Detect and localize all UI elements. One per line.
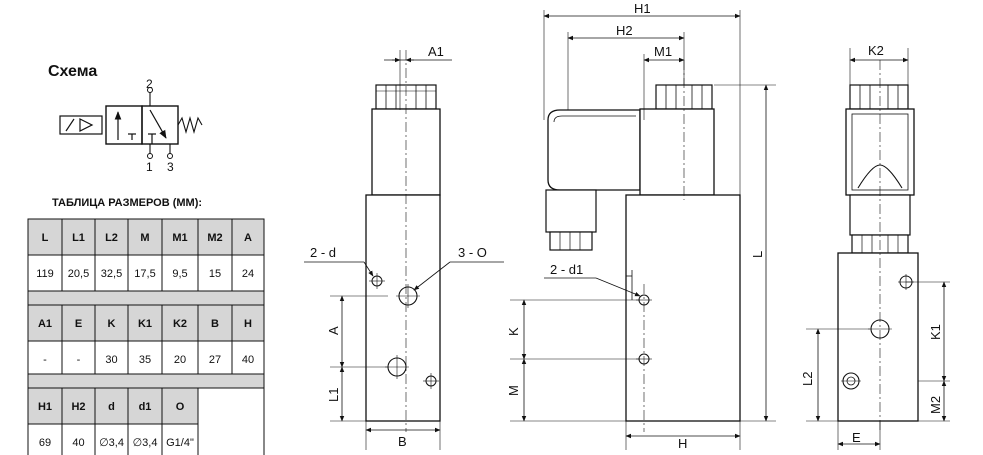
table-value-cell [127, 340, 163, 378]
table-header-text: d [108, 401, 115, 413]
table-value-text: 32,5 [101, 268, 122, 280]
table-header-text: A1 [38, 318, 52, 330]
port-3-label: 3 [167, 160, 174, 174]
table-value-text: G1/4" [166, 437, 194, 449]
table-header-cell [197, 218, 233, 256]
solenoid-symbol [59, 115, 103, 135]
table-header-cell [27, 387, 63, 425]
valve-position-right [141, 105, 179, 145]
table-value-text: ∅3,4 [133, 437, 158, 449]
side-dim-k: K [506, 327, 521, 336]
schema-title: Схема [48, 63, 97, 80]
table-header-text: K2 [173, 318, 187, 330]
table-header-text: d1 [139, 401, 152, 413]
side-dim-h: H [678, 436, 687, 451]
table-title: ТАБЛИЦА РАЗМЕРОВ (ММ): [52, 197, 202, 209]
table-header-text: K1 [138, 318, 152, 330]
table-value-text: 40 [242, 354, 254, 366]
side-connector [547, 109, 641, 191]
side-dim-m1: M1 [654, 44, 672, 59]
table-header-text: M [140, 232, 149, 244]
right-dim-k1: K1 [928, 324, 943, 340]
valve-schematic: Схема 2 1 3 [48, 63, 203, 174]
table-value-text: - [77, 354, 81, 366]
table-header-text: L2 [105, 232, 118, 244]
table-value-text: 27 [209, 354, 221, 366]
table-value-text: 24 [242, 268, 254, 280]
table-header-text: L1 [72, 232, 85, 244]
table-header-text: O [176, 401, 185, 413]
table-value-text: 119 [36, 268, 54, 280]
table-value-text: 35 [139, 354, 151, 366]
table-value-cell [197, 340, 233, 378]
table-value-cell [197, 254, 233, 292]
table-header-cell [127, 218, 163, 256]
table-separator [27, 373, 265, 389]
spring-symbol [177, 115, 203, 135]
table-header-text: M2 [207, 232, 222, 244]
table-empty-cell [197, 387, 265, 455]
table-value-text: 15 [209, 268, 221, 280]
table-header-text: H1 [38, 401, 52, 413]
table-value-text: 20,5 [68, 268, 89, 280]
table-header-text: L [42, 232, 49, 244]
table-header-text: K [108, 318, 116, 330]
table-value-cell [27, 340, 63, 378]
right-dim-e: E [852, 430, 861, 445]
table-separator [27, 290, 265, 306]
front-view: A1 2 - d 3 - O A L1 B [304, 44, 504, 450]
front-dim-a: A [326, 326, 341, 335]
table-header-cell [197, 304, 233, 342]
table-header-text: A [244, 232, 252, 244]
front-port-o-label: 3 - O [458, 245, 487, 260]
right-dim-k2: K2 [868, 43, 884, 58]
front-dim-b: B [398, 434, 407, 449]
side-body [625, 194, 741, 422]
table-value-text: 40 [72, 437, 84, 449]
table-value-cell [27, 423, 63, 455]
table-header-text: B [211, 318, 219, 330]
table-value-text: 30 [105, 354, 117, 366]
front-hole-d-label: 2 - d [310, 245, 336, 260]
table-header-text: M1 [172, 232, 187, 244]
table-value-text: 20 [174, 354, 186, 366]
right-view: K2 K1 M2 L2 E [800, 43, 950, 450]
side-view: H1 H2 M1 2 - d1 K M L H [506, 1, 776, 451]
table-header-cell [161, 218, 199, 256]
table-header-cell [94, 218, 129, 256]
side-cable-gland [545, 189, 597, 233]
table-value-text: 17,5 [134, 268, 155, 280]
side-dim-h1: H1 [634, 1, 651, 16]
port-1-label: 1 [146, 160, 153, 174]
table-value-text: 69 [39, 437, 51, 449]
table-value-cell [61, 254, 96, 292]
table-value-text: ∅3,4 [99, 437, 124, 449]
side-hole-d1-label: 2 - d1 [550, 262, 583, 277]
front-dim-l1: L1 [326, 388, 341, 402]
front-dim-a1: A1 [428, 44, 444, 59]
right-dim-l2: L2 [800, 372, 815, 386]
table-value-text: - [43, 354, 47, 366]
table-header-text: H [244, 318, 252, 330]
side-coil [639, 108, 715, 196]
valve-position-left [105, 105, 143, 145]
table-header-text: H2 [71, 401, 85, 413]
dimension-table: ТАБЛИЦА РАЗМЕРОВ (ММ): L 119 L1 20,5 L2 32,5 M… [27, 197, 265, 455]
right-dim-m2: M2 [928, 396, 943, 414]
side-dim-m: M [506, 385, 521, 396]
table-header-text: E [75, 318, 82, 330]
table-value-text: 9,5 [172, 268, 187, 280]
table-value-cell [94, 254, 129, 292]
side-dim-l: L [750, 251, 765, 258]
side-dim-h2: H2 [616, 23, 633, 38]
right-body [837, 252, 919, 422]
table-value-cell [231, 254, 265, 292]
port-2-label: 2 [146, 77, 153, 91]
front-body [365, 194, 441, 422]
table-value-cell [94, 423, 129, 455]
right-nut [849, 84, 909, 110]
table-header-cell [231, 218, 265, 256]
